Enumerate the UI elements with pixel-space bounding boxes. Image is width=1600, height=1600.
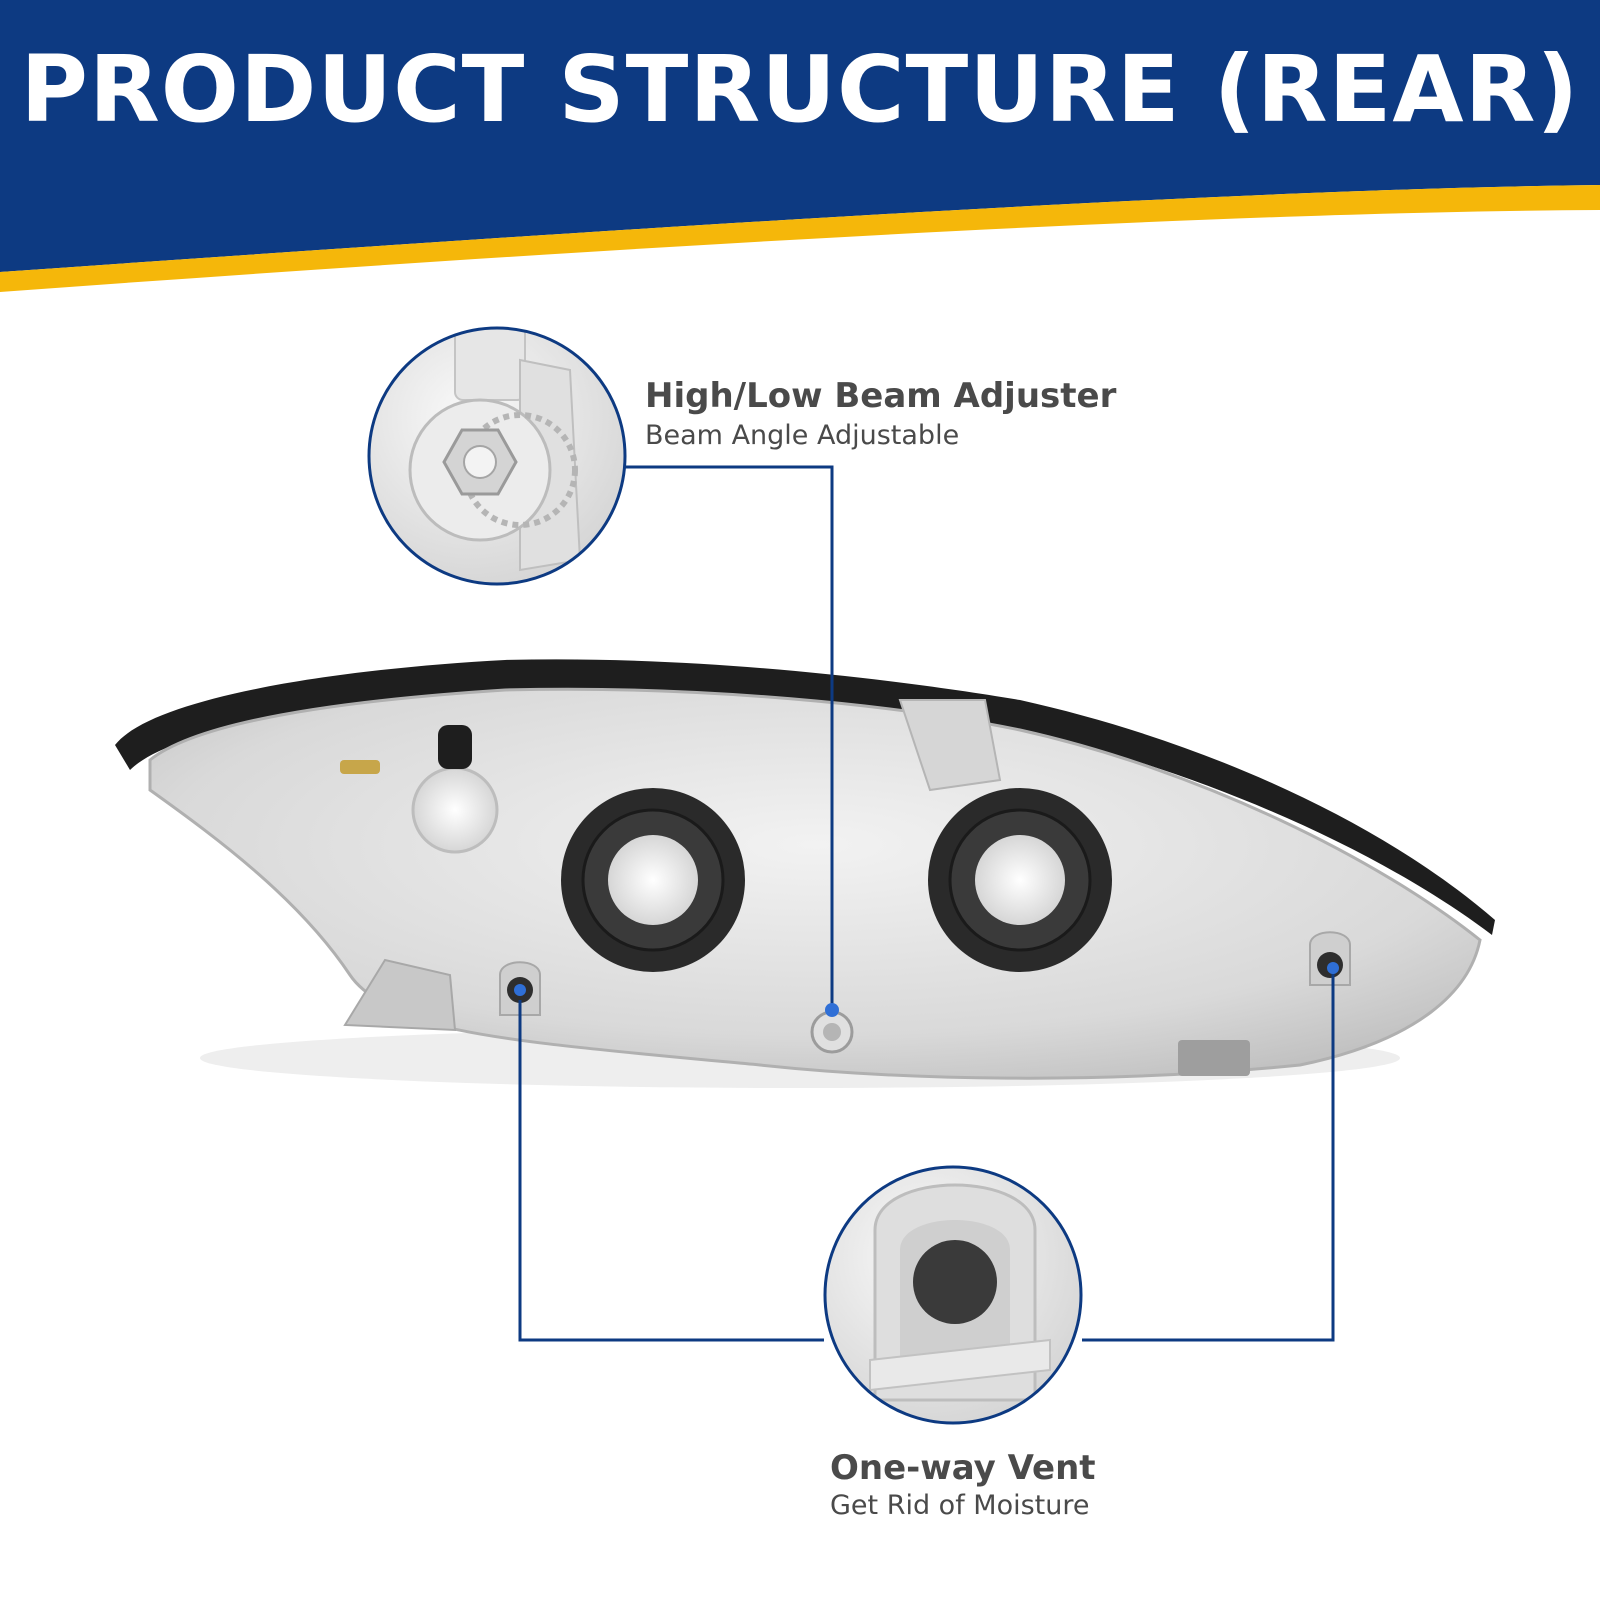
callout-title: One-way Vent [830, 1448, 1096, 1488]
page-title: PRODUCT STRUCTURE (REAR) [20, 36, 1580, 143]
callout-subtitle: Beam Angle Adjustable [645, 420, 960, 451]
headlight-housing [115, 659, 1495, 1088]
leader-lines [518, 465, 1335, 1342]
callout-title: High/Low Beam Adjuster [645, 376, 1117, 416]
beam-adjuster-screw-icon [367, 326, 627, 586]
pointer-dots [514, 962, 1339, 1017]
header-banner [0, 0, 1600, 292]
one-way-vent-cap-icon [823, 1165, 1083, 1425]
callout-subtitle: Get Rid of Moisture [830, 1490, 1090, 1521]
